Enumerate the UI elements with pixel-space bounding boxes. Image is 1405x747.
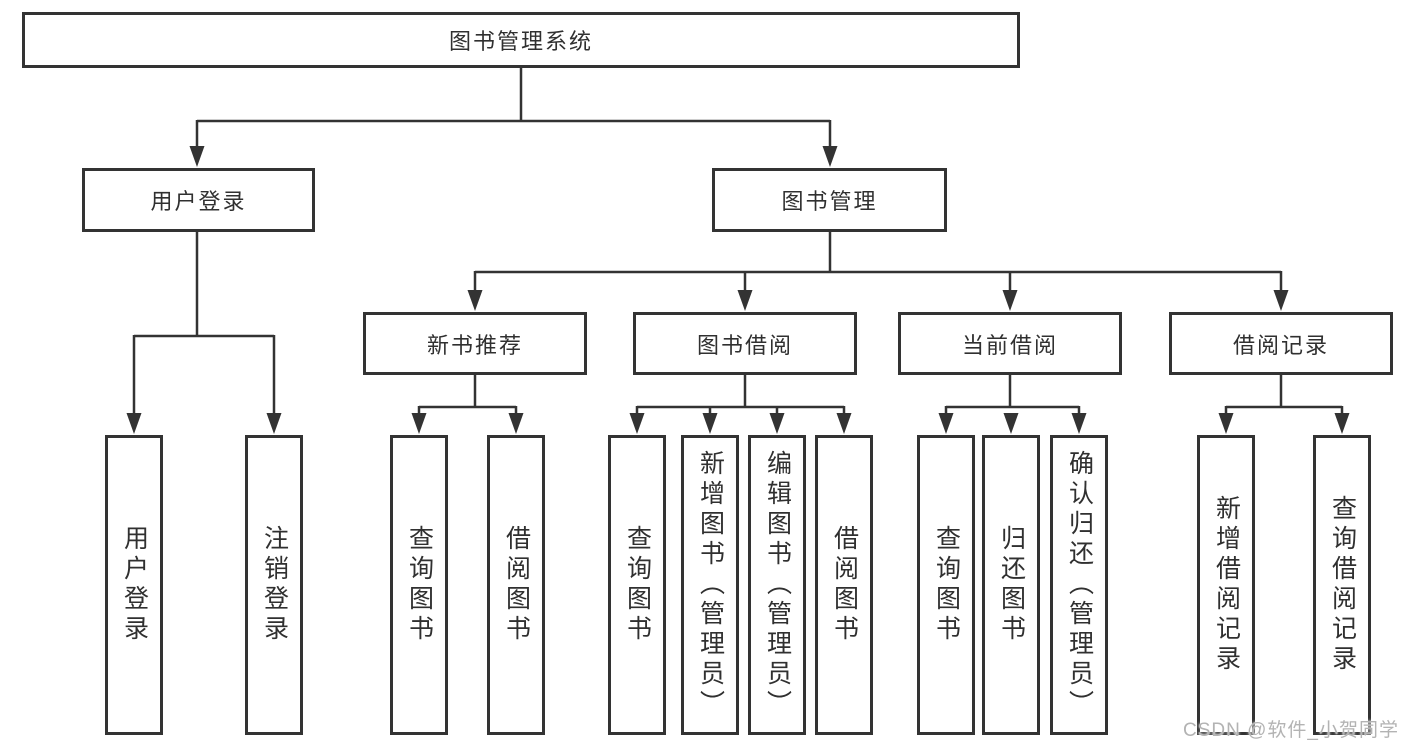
node-new-book-recommend: 新书推荐	[363, 312, 587, 375]
node-current-borrow: 当前借阅	[898, 312, 1122, 375]
arrow-down-icon	[629, 413, 645, 434]
arrow-down-icon	[836, 413, 852, 434]
arrow-down-icon	[266, 413, 282, 434]
node-book-management: 图书管理	[712, 168, 947, 232]
leaf-borrow-books-recommend: 借阅图书	[487, 435, 545, 735]
leaf-add-book-admin: 新增图书（管理员）	[681, 435, 739, 735]
leaf-edit-book-admin: 编辑图书（管理员）	[748, 435, 806, 735]
arrow-down-icon	[1071, 413, 1087, 434]
arrow-down-icon	[822, 146, 838, 167]
node-user-login: 用户登录	[82, 168, 315, 232]
node-borrow-records: 借阅记录	[1169, 312, 1393, 375]
arrow-down-icon	[1334, 413, 1350, 434]
arrow-down-icon	[189, 146, 205, 167]
arrow-down-icon	[467, 290, 483, 311]
arrow-down-icon	[1218, 413, 1234, 434]
arrow-down-icon	[508, 413, 524, 434]
arrow-down-icon	[411, 413, 427, 434]
arrow-down-icon	[702, 413, 718, 434]
node-book-borrow: 图书借阅	[633, 312, 857, 375]
leaf-query-borrow-record: 查询借阅记录	[1313, 435, 1371, 735]
leaf-return-books: 归还图书	[982, 435, 1040, 735]
arrow-down-icon	[1002, 290, 1018, 311]
leaf-query-books-current: 查询图书	[917, 435, 975, 735]
arrow-down-icon	[737, 290, 753, 311]
node-library-system: 图书管理系统	[22, 12, 1020, 68]
csdn-watermark: CSDN @软件_小贺同学	[1183, 720, 1399, 741]
leaf-query-books-borrow: 查询图书	[608, 435, 666, 735]
leaf-confirm-return-admin: 确认归还（管理员）	[1050, 435, 1108, 735]
leaf-logout: 注销登录	[245, 435, 303, 735]
arrow-down-icon	[1273, 290, 1289, 311]
leaf-add-borrow-record: 新增借阅记录	[1197, 435, 1255, 735]
leaf-borrow-books: 借阅图书	[815, 435, 873, 735]
arrow-down-icon	[126, 413, 142, 434]
leaf-user-login: 用户登录	[105, 435, 163, 735]
leaf-query-books-recommend: 查询图书	[390, 435, 448, 735]
arrow-down-icon	[1003, 413, 1019, 434]
arrow-down-icon	[938, 413, 954, 434]
arrow-down-icon	[769, 413, 785, 434]
